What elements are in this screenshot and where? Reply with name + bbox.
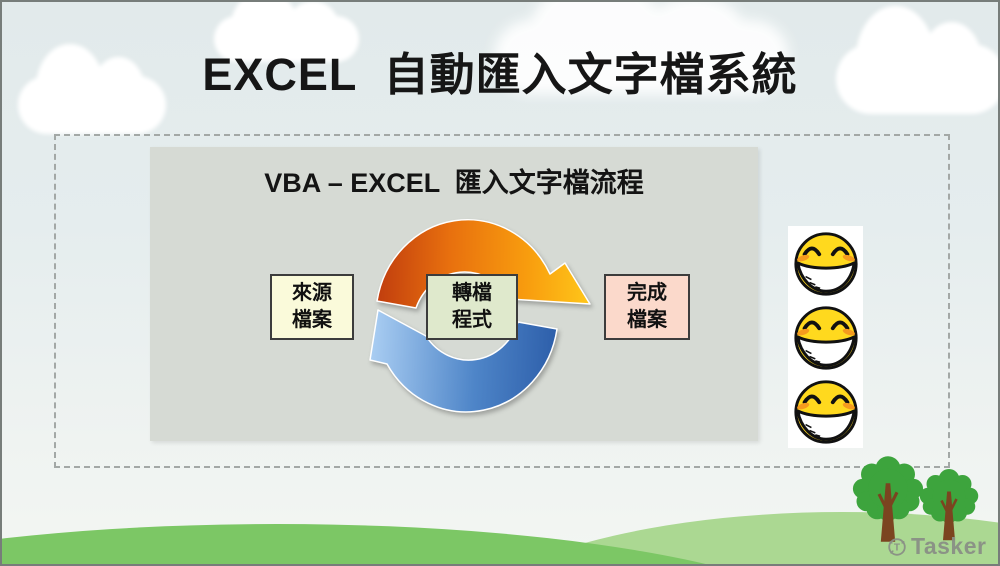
- slide-title: EXCEL 自動匯入文字檔系統: [202, 49, 798, 100]
- bottom-arc-arrow: [369, 309, 558, 413]
- node-label: 完成 檔案: [627, 282, 667, 331]
- laughing-smiley-icon: [793, 306, 858, 370]
- node-convert-program: 轉檔 程式: [426, 274, 518, 340]
- tasker-watermark: T Tasker: [886, 533, 986, 560]
- diagram-heading: VBA – EXCEL 匯入文字檔流程: [264, 168, 644, 198]
- tasker-watermark-text: Tasker: [911, 533, 987, 559]
- node-source-file: 來源 檔案: [270, 274, 354, 340]
- dashed-content-frame: [54, 134, 950, 468]
- laughing-smiley-icon: [793, 232, 858, 296]
- cloud-icon: [18, 44, 166, 134]
- node-label: 來源 檔案: [292, 282, 332, 331]
- tree-icon: [919, 469, 979, 541]
- cloud-icon: [214, 2, 359, 62]
- cloud-icon: [494, 2, 789, 94]
- cloud-icon: [836, 5, 998, 114]
- smiley-strip: [788, 226, 863, 448]
- tasker-logo-icon: T: [888, 537, 906, 556]
- node-label: 轉檔 程式: [452, 282, 492, 331]
- node-finished-file: 完成 檔案: [604, 274, 690, 340]
- svg-text:T: T: [894, 542, 901, 553]
- laughing-smiley-icon: [793, 380, 858, 444]
- tree-icon: [852, 456, 924, 542]
